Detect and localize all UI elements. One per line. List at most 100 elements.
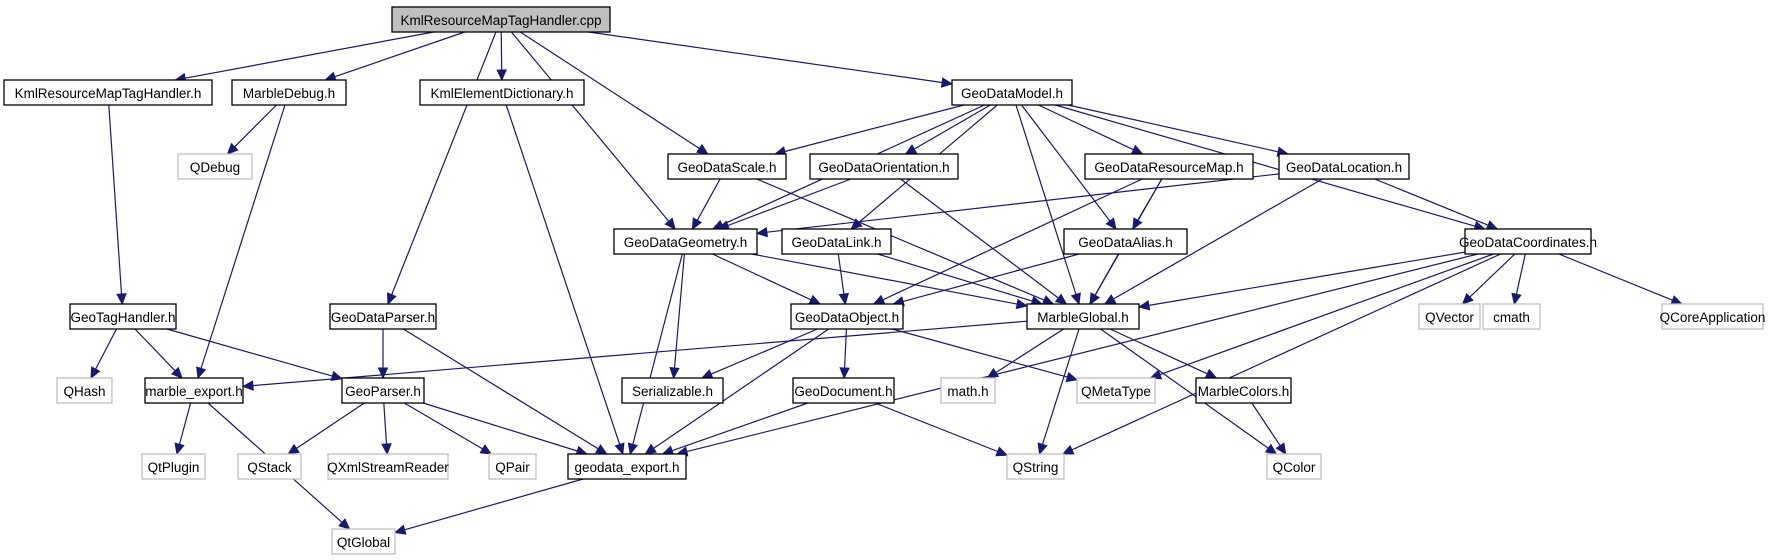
node-geodatageometry[interactable]: GeoDataGeometry.h bbox=[613, 228, 758, 255]
edge-root-to-kmlrmth_h bbox=[174, 31, 434, 84]
node-geodatalocation[interactable]: GeoDataLocation.h bbox=[1278, 153, 1410, 180]
node-box bbox=[951, 79, 1073, 106]
node-label: QStack bbox=[247, 460, 292, 475]
node-box bbox=[237, 453, 302, 480]
edge-geodatalink-to-geodataobject bbox=[837, 253, 849, 306]
edge-line bbox=[751, 253, 1018, 305]
edge-line bbox=[653, 328, 830, 449]
node-geodataobject[interactable]: GeoDataObject.h bbox=[790, 303, 904, 330]
edge-geodataobject-to-serializable bbox=[700, 328, 818, 379]
edge-geoparser-to-qpair bbox=[403, 402, 493, 455]
edge-geotaghandler-to-geoparser bbox=[166, 328, 344, 382]
edge-geodataorientation-to-geodatageometry bbox=[717, 178, 852, 231]
node-box bbox=[567, 453, 687, 480]
node-label: math.h bbox=[947, 384, 988, 399]
node-geodatacoordinates[interactable]: GeoDataCoordinates.h bbox=[1459, 228, 1597, 255]
node-label: QCoreApplication bbox=[1660, 310, 1766, 325]
node-label: cmath bbox=[1493, 310, 1530, 325]
edge-line bbox=[686, 253, 1479, 453]
node-marblecolors[interactable]: MarbleColors.h bbox=[1195, 377, 1292, 404]
node-cmath: cmath bbox=[1482, 303, 1541, 330]
node-label: GeoDataGeometry.h bbox=[624, 235, 748, 250]
edge-marblecolors-to-qcolor bbox=[1251, 402, 1287, 456]
edge-root-to-geodataparser bbox=[386, 31, 497, 306]
node-label: KmlElementDictionary.h bbox=[430, 86, 573, 101]
node-label: QtPlugin bbox=[148, 460, 200, 475]
edge-geodatacoordinates-to-qmetatype bbox=[1149, 253, 1494, 380]
node-label: GeoDataObject.h bbox=[795, 310, 899, 325]
edge-marbleglobal-to-marblecolors bbox=[1109, 328, 1218, 379]
edge-line bbox=[892, 328, 1068, 378]
node-geodatalink[interactable]: GeoDataLink.h bbox=[781, 228, 892, 255]
node-geotaghandler[interactable]: GeoTagHandler.h bbox=[69, 303, 177, 330]
node-kmlelemdict[interactable]: KmlElementDictionary.h bbox=[419, 79, 585, 106]
node-geodataorientation[interactable]: GeoDataOrientation.h bbox=[809, 153, 959, 180]
edge-line bbox=[403, 402, 483, 450]
arrowhead-icon bbox=[386, 292, 397, 306]
node-geodataparser[interactable]: GeoDataParser.h bbox=[329, 303, 437, 330]
edge-line bbox=[402, 328, 599, 450]
edge-geodatacoordinates-to-marbleglobal bbox=[1137, 251, 1466, 311]
arrowhead-icon bbox=[1041, 295, 1055, 305]
edge-line bbox=[1113, 178, 1323, 300]
arrowhead-icon bbox=[1461, 292, 1474, 305]
node-geodataalias[interactable]: GeoDataAlias.h bbox=[1063, 228, 1188, 255]
node-label: GeoDataCoordinates.h bbox=[1459, 235, 1597, 250]
edge-line bbox=[902, 253, 1080, 302]
node-marble_export[interactable]: marble_export.h bbox=[144, 377, 244, 404]
arrowhead-icon bbox=[1485, 220, 1499, 230]
edge-line bbox=[1109, 328, 1208, 375]
node-label: GeoDataAlias.h bbox=[1078, 235, 1173, 250]
arrowhead-icon bbox=[1275, 442, 1287, 456]
edge-geodataobject-to-geodocument bbox=[839, 328, 850, 380]
arrowhead-icon bbox=[700, 369, 714, 379]
edge-marbleglobal-to-qcolor bbox=[1100, 328, 1278, 455]
edge-line bbox=[995, 328, 1064, 374]
arrowhead-icon bbox=[196, 366, 207, 380]
node-geoparser[interactable]: GeoParser.h bbox=[341, 377, 425, 404]
node-qvector: QVector bbox=[1418, 303, 1481, 330]
edge-line bbox=[671, 402, 809, 452]
edge-line bbox=[588, 31, 943, 84]
node-root[interactable]: KmlResourceMapTagHandler.cpp bbox=[391, 6, 611, 33]
edge-line bbox=[510, 31, 670, 222]
edge-geodatacoordinates-to-geodata_export bbox=[675, 253, 1479, 457]
node-box bbox=[1195, 377, 1292, 404]
arrowhead-icon bbox=[838, 292, 849, 306]
node-marbleglobal[interactable]: MarbleGlobal.h bbox=[1026, 303, 1140, 330]
node-label: GeoDataResourceMap.h bbox=[1094, 160, 1243, 175]
edges-layer bbox=[90, 31, 1683, 535]
arrowhead-icon bbox=[377, 367, 389, 380]
edge-line bbox=[710, 328, 818, 375]
edge-line bbox=[178, 402, 192, 445]
edge-root-to-geodatageometry bbox=[510, 31, 676, 230]
node-marbledebug[interactable]: MarbleDebug.h bbox=[231, 79, 347, 106]
arrowhead-icon bbox=[1065, 371, 1079, 383]
edge-line bbox=[913, 104, 991, 150]
node-box bbox=[1278, 153, 1410, 180]
node-label: marble_export.h bbox=[145, 384, 243, 399]
edge-geoparser-to-qxmlstreamreader bbox=[381, 402, 392, 456]
edge-geodocument-to-qstring bbox=[874, 402, 1009, 457]
edge-line bbox=[877, 253, 1033, 302]
edge-line bbox=[1558, 253, 1673, 301]
node-geodataresourcemap[interactable]: GeoDataResourceMap.h bbox=[1084, 153, 1254, 180]
node-label: geodata_export.h bbox=[574, 460, 679, 475]
node-geodatascale[interactable]: GeoDataScale.h bbox=[667, 153, 787, 180]
node-geodata_export[interactable]: geodata_export.h bbox=[567, 453, 687, 480]
arrowhead-icon bbox=[1070, 292, 1081, 306]
arrowhead-icon bbox=[1015, 298, 1029, 310]
node-geodatamodel[interactable]: GeoDataModel.h bbox=[951, 79, 1073, 106]
node-box bbox=[1418, 303, 1481, 330]
arrowhead-icon bbox=[691, 217, 703, 231]
node-label: QXmlStreamReader bbox=[327, 460, 449, 475]
node-kmlrmth_h[interactable]: KmlResourceMapTagHandler.h bbox=[3, 79, 213, 106]
edge-line bbox=[844, 328, 847, 369]
node-qstack: QStack bbox=[237, 453, 302, 480]
node-label: QString bbox=[1013, 460, 1059, 475]
node-serializable[interactable]: Serializable.h bbox=[621, 377, 724, 404]
node-geodocument[interactable]: GeoDocument.h bbox=[792, 377, 895, 404]
arrowhead-icon bbox=[904, 144, 918, 155]
edge-geodataparser-to-geoparser bbox=[377, 329, 389, 380]
